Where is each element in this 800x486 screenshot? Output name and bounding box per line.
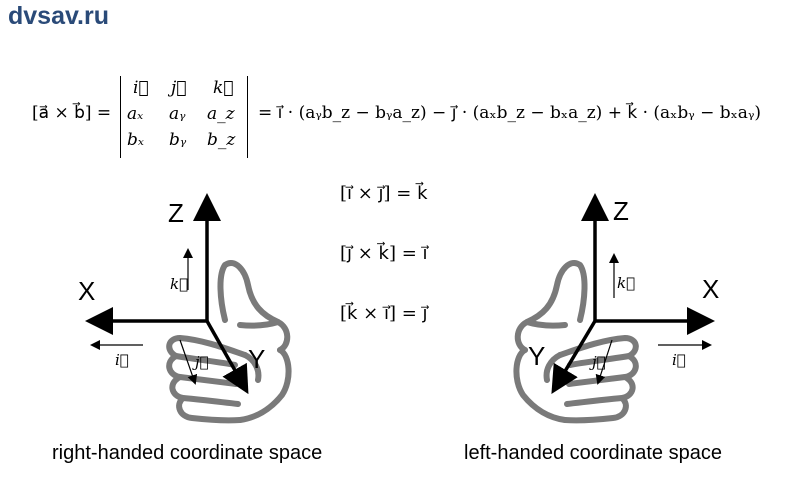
matrix-cell: j⃗ bbox=[171, 78, 187, 98]
matrix-cell: bₓ bbox=[127, 130, 144, 150]
j-vector-label: j⃗ bbox=[192, 353, 209, 371]
left-handed-caption: left-handed coordinate space bbox=[464, 442, 722, 464]
y-axis bbox=[551, 320, 597, 395]
right-handed-caption: right-handed coordinate space bbox=[52, 442, 323, 464]
k-vector-label: k⃗ bbox=[170, 275, 188, 293]
identity-i-cross-j: [i⃗ × j⃗] = k⃗ bbox=[340, 183, 428, 204]
left-hand-icon bbox=[513, 260, 639, 424]
matrix-cell: aₓ bbox=[127, 104, 144, 124]
y-axis-label: Y bbox=[528, 341, 545, 371]
x-axis-label: X bbox=[78, 276, 95, 306]
matrix-cell: bᵧ bbox=[169, 130, 187, 150]
matrix-cell: b_z bbox=[207, 130, 236, 150]
k-vector-label: k⃗ bbox=[617, 274, 635, 292]
j-vector bbox=[595, 339, 613, 385]
y-axis bbox=[205, 320, 249, 395]
j-vector bbox=[179, 339, 198, 385]
formula-lhs: [a⃗ × b⃗] = bbox=[32, 103, 112, 123]
matrix-cell: aᵧ bbox=[169, 104, 186, 124]
i-vector-label: i⃗ bbox=[115, 351, 129, 369]
matrix-cell: a_z bbox=[207, 104, 235, 124]
identity-j-cross-k: [j⃗ × k⃗] = i⃗ bbox=[340, 243, 428, 264]
j-vector-label: j⃗ bbox=[589, 353, 606, 371]
matrix-cell: i⃗ bbox=[133, 78, 149, 98]
determinant-matrix: i⃗ j⃗ k⃗ aₓ aᵧ a_z bₓ bᵧ b_z bbox=[120, 76, 248, 158]
identity-k-cross-i: [k⃗ × i⃗] = j⃗ bbox=[340, 303, 428, 324]
i-vector-label: i⃗ bbox=[672, 351, 686, 369]
formula-rhs: = i⃗ · (aᵧb_z − bᵧa_z) − j⃗ · (aₓb_z − b… bbox=[258, 103, 761, 123]
x-axis-label: X bbox=[702, 274, 719, 304]
z-axis-label: Z bbox=[168, 198, 184, 228]
matrix-cell: k⃗ bbox=[213, 78, 234, 98]
z-axis-label: Z bbox=[613, 196, 629, 226]
site-logo[interactable]: dvsav.ru bbox=[8, 2, 109, 30]
y-axis-label: Y bbox=[248, 344, 265, 374]
right-hand-icon bbox=[166, 260, 292, 424]
